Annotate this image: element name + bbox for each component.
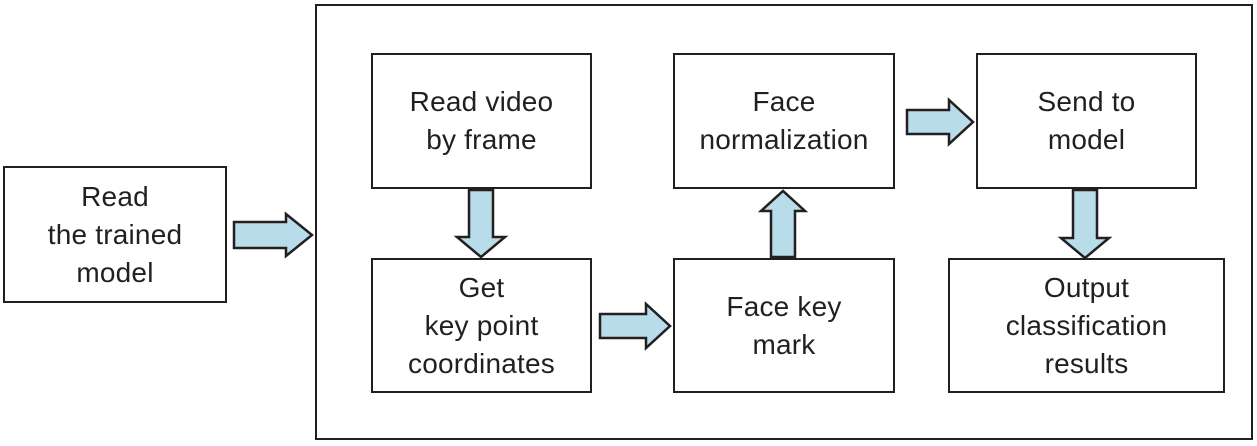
node-face-normalization-label: Face normalization — [699, 86, 869, 155]
node-send-to-model: Send to model — [976, 53, 1197, 189]
node-get-key-point-coordinates-label: Get key point coordinates — [408, 271, 555, 379]
node-send-to-model-label: Send to model — [1037, 86, 1136, 155]
node-output-classification-results: Output classification results — [948, 258, 1225, 393]
pipeline-container-box — [315, 4, 1253, 440]
arrow-read-trained-model-to-pipeline-icon — [232, 211, 314, 259]
node-read-video-by-frame-label: Read video by frame — [409, 86, 554, 155]
node-face-key-mark: Face key mark — [673, 258, 895, 393]
node-read-trained-model-label: Read the trained model — [47, 180, 183, 288]
node-output-classification-results-label: Output classification results — [1005, 271, 1168, 379]
node-get-key-point-coordinates: Get key point coordinates — [371, 258, 592, 393]
node-face-normalization: Face normalization — [673, 53, 895, 189]
node-face-key-mark-label: Face key mark — [726, 290, 842, 360]
node-read-trained-model: Read the trained model — [3, 166, 227, 303]
node-read-video-by-frame: Read video by frame — [371, 53, 592, 189]
